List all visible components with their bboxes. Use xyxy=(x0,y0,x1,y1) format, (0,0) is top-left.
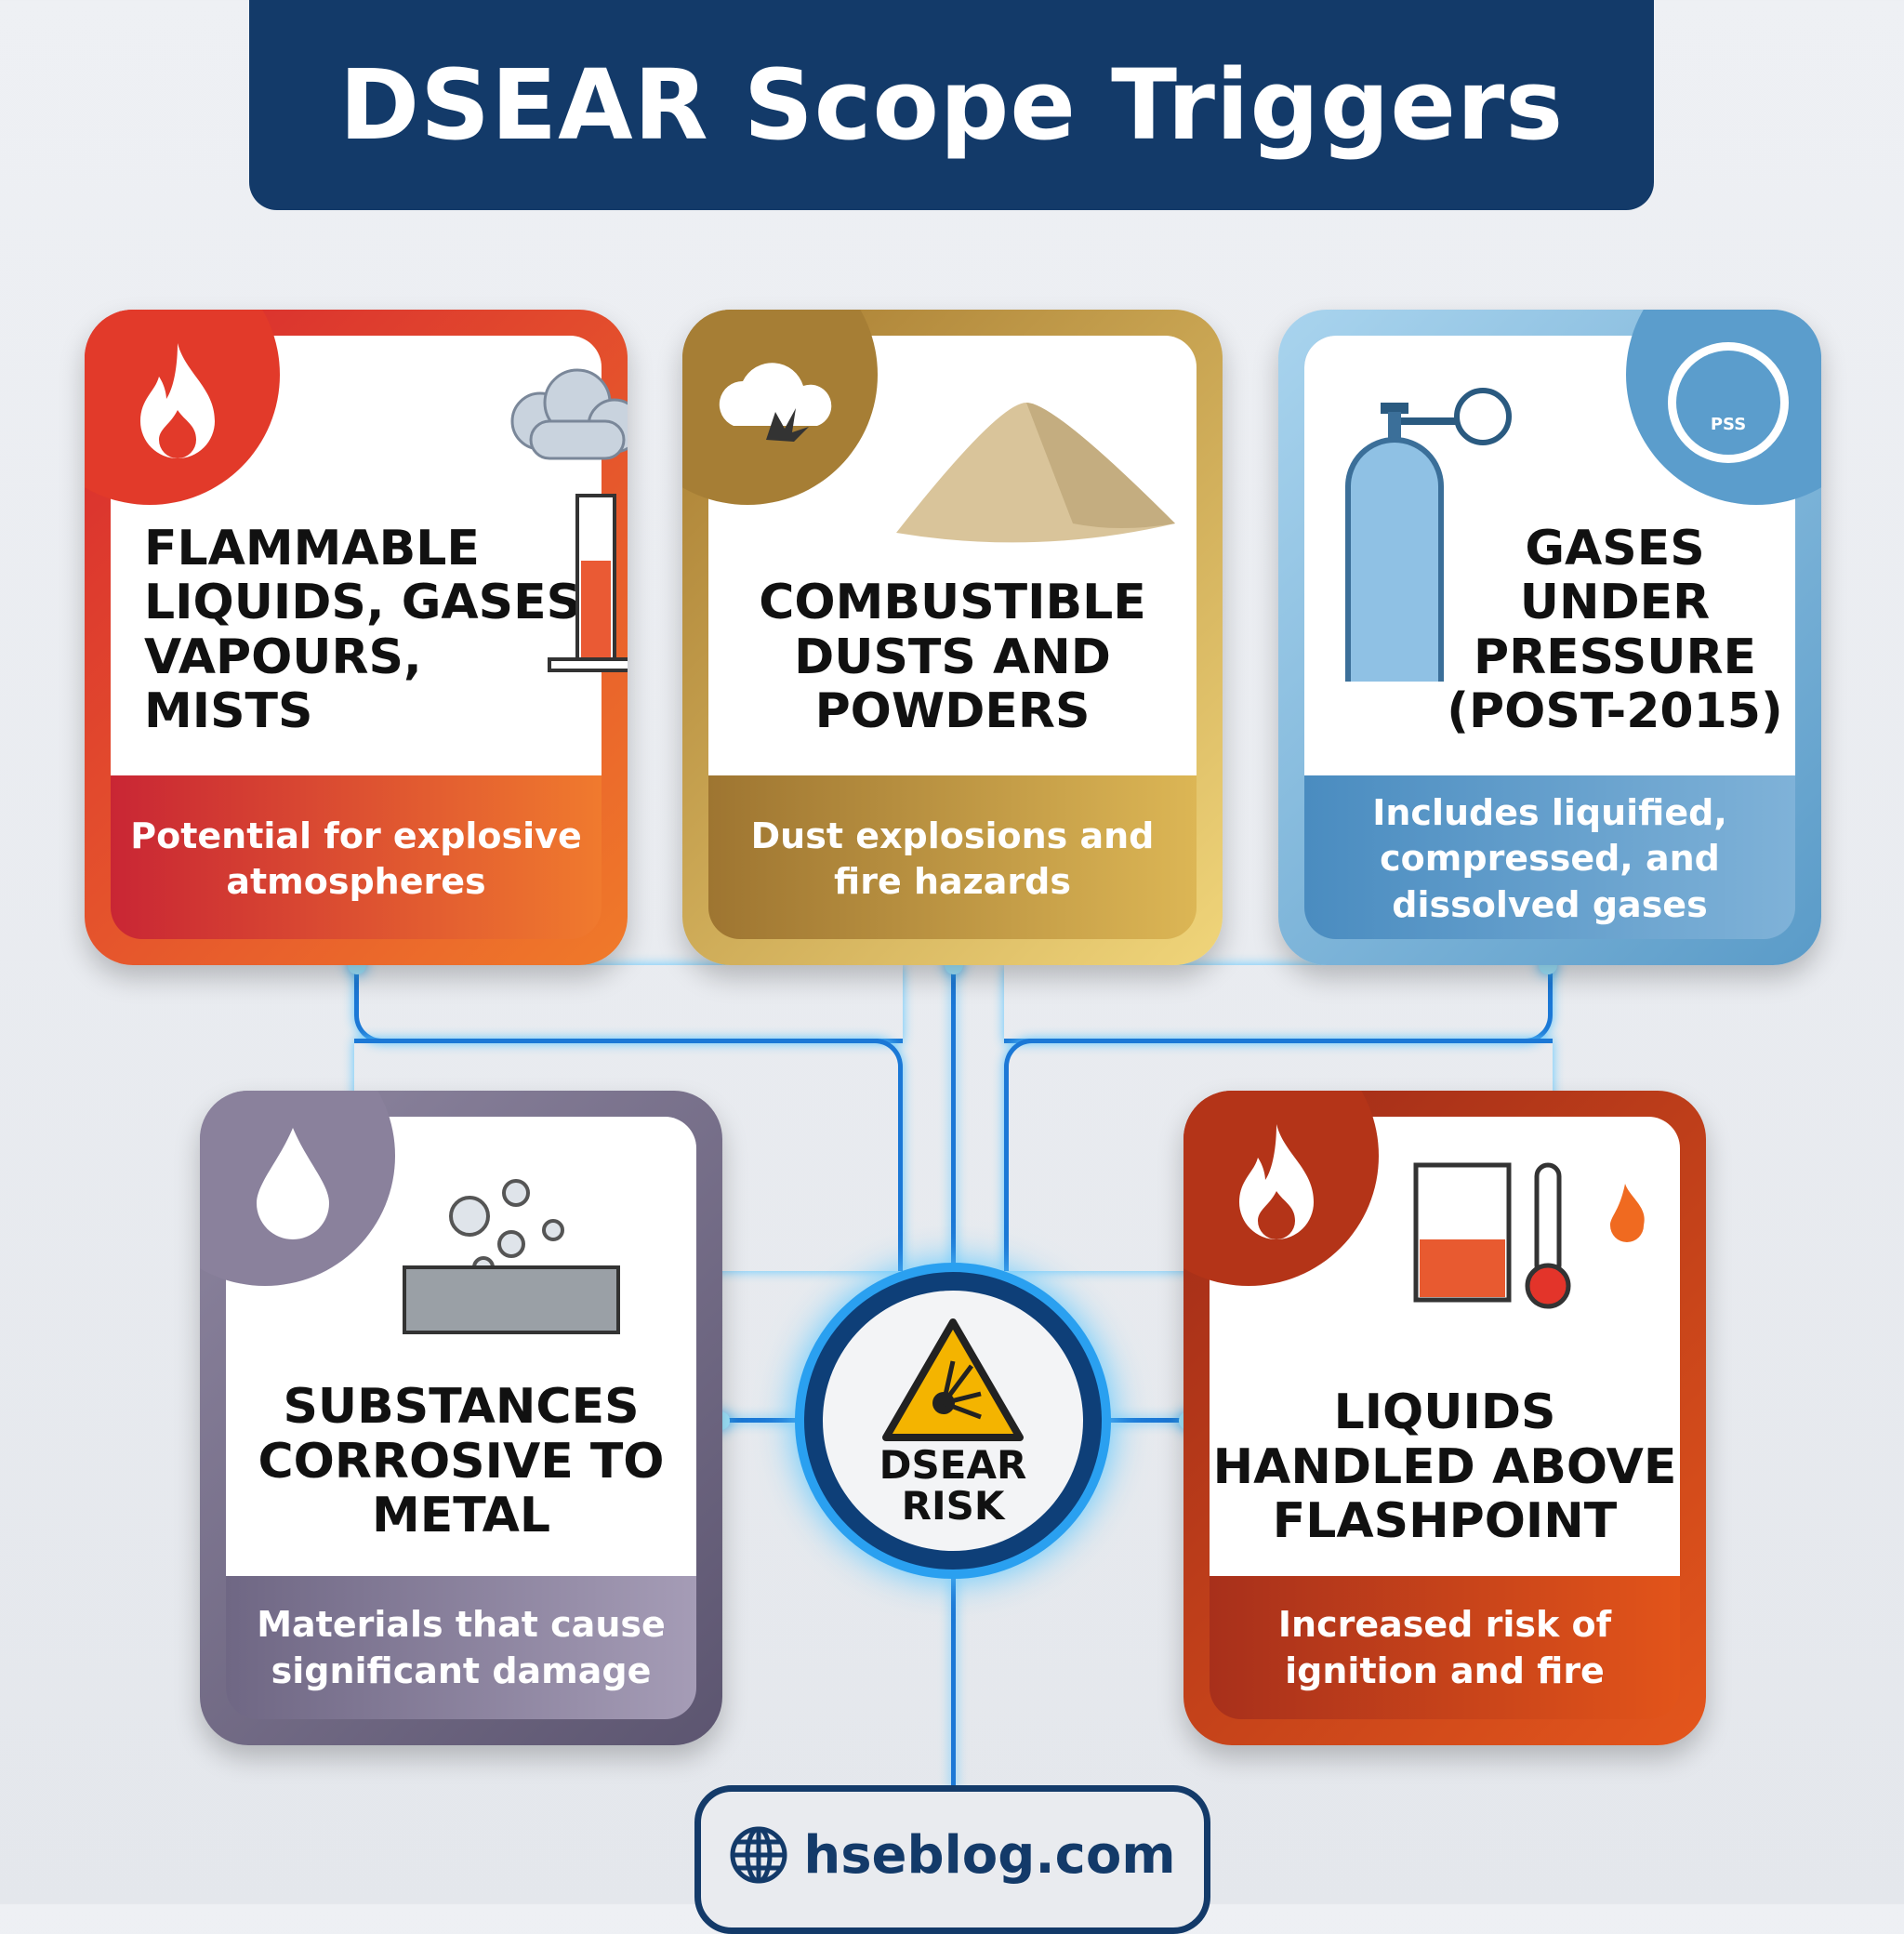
footer-site-box[interactable]: hseblog.com xyxy=(694,1785,1210,1934)
cylinder-vapour-icon xyxy=(510,368,628,672)
card-description: Potential for explosive atmospheres xyxy=(130,815,582,902)
powder-pile-image xyxy=(896,403,1175,543)
card-description: Materials that cause significant damage xyxy=(257,1604,666,1691)
corroded-metal-icon xyxy=(403,1179,620,1334)
explosive-warning-icon xyxy=(882,1318,1024,1441)
gauge-label: PSS xyxy=(1668,342,1789,463)
card-corrosive: SUBSTANCES CORROSIVE TO METAL Materials … xyxy=(200,1091,722,1745)
connector-line xyxy=(951,965,956,1272)
card-description: Increased risk of ignition and fire xyxy=(1277,1604,1612,1691)
connector-line xyxy=(722,1418,797,1423)
globe-icon xyxy=(730,1826,787,1884)
card-gases-pressure: GASES UNDER PRESSURE (POST-2015) Include… xyxy=(1278,310,1821,965)
page-title: DSEAR Scope Triggers xyxy=(249,0,1654,210)
card-description: Includes liquified, compressed, and diss… xyxy=(1372,791,1727,925)
card-flashpoint: LIQUIDS HANDLED ABOVE FLASHPOINT Increas… xyxy=(1183,1091,1706,1745)
beaker-thermometer-icon xyxy=(1413,1162,1645,1309)
connector-line xyxy=(354,965,903,1043)
connector-line xyxy=(354,1039,903,1271)
gas-cylinder-icon xyxy=(1345,388,1512,682)
connector-line xyxy=(1004,965,1553,1043)
hub-label-line1: DSEAR xyxy=(879,1441,1027,1488)
card-description: Dust explosions and fire hazards xyxy=(750,815,1155,902)
footer-site-link[interactable]: hseblog.com xyxy=(803,1825,1176,1886)
dsear-risk-hub: DSEAR RISK xyxy=(795,1263,1111,1579)
hub-label-line2: RISK xyxy=(901,1483,1005,1529)
connector-line xyxy=(951,1576,956,1790)
card-combustible-dusts: COMBUSTIBLE DUSTS AND POWDERS Dust explo… xyxy=(682,310,1223,965)
connector-line xyxy=(1111,1418,1185,1423)
connector-line xyxy=(1004,1039,1553,1271)
card-flammable: FLAMMABLE LIQUIDS, GASES, VAPOURS, MISTS… xyxy=(85,310,628,965)
